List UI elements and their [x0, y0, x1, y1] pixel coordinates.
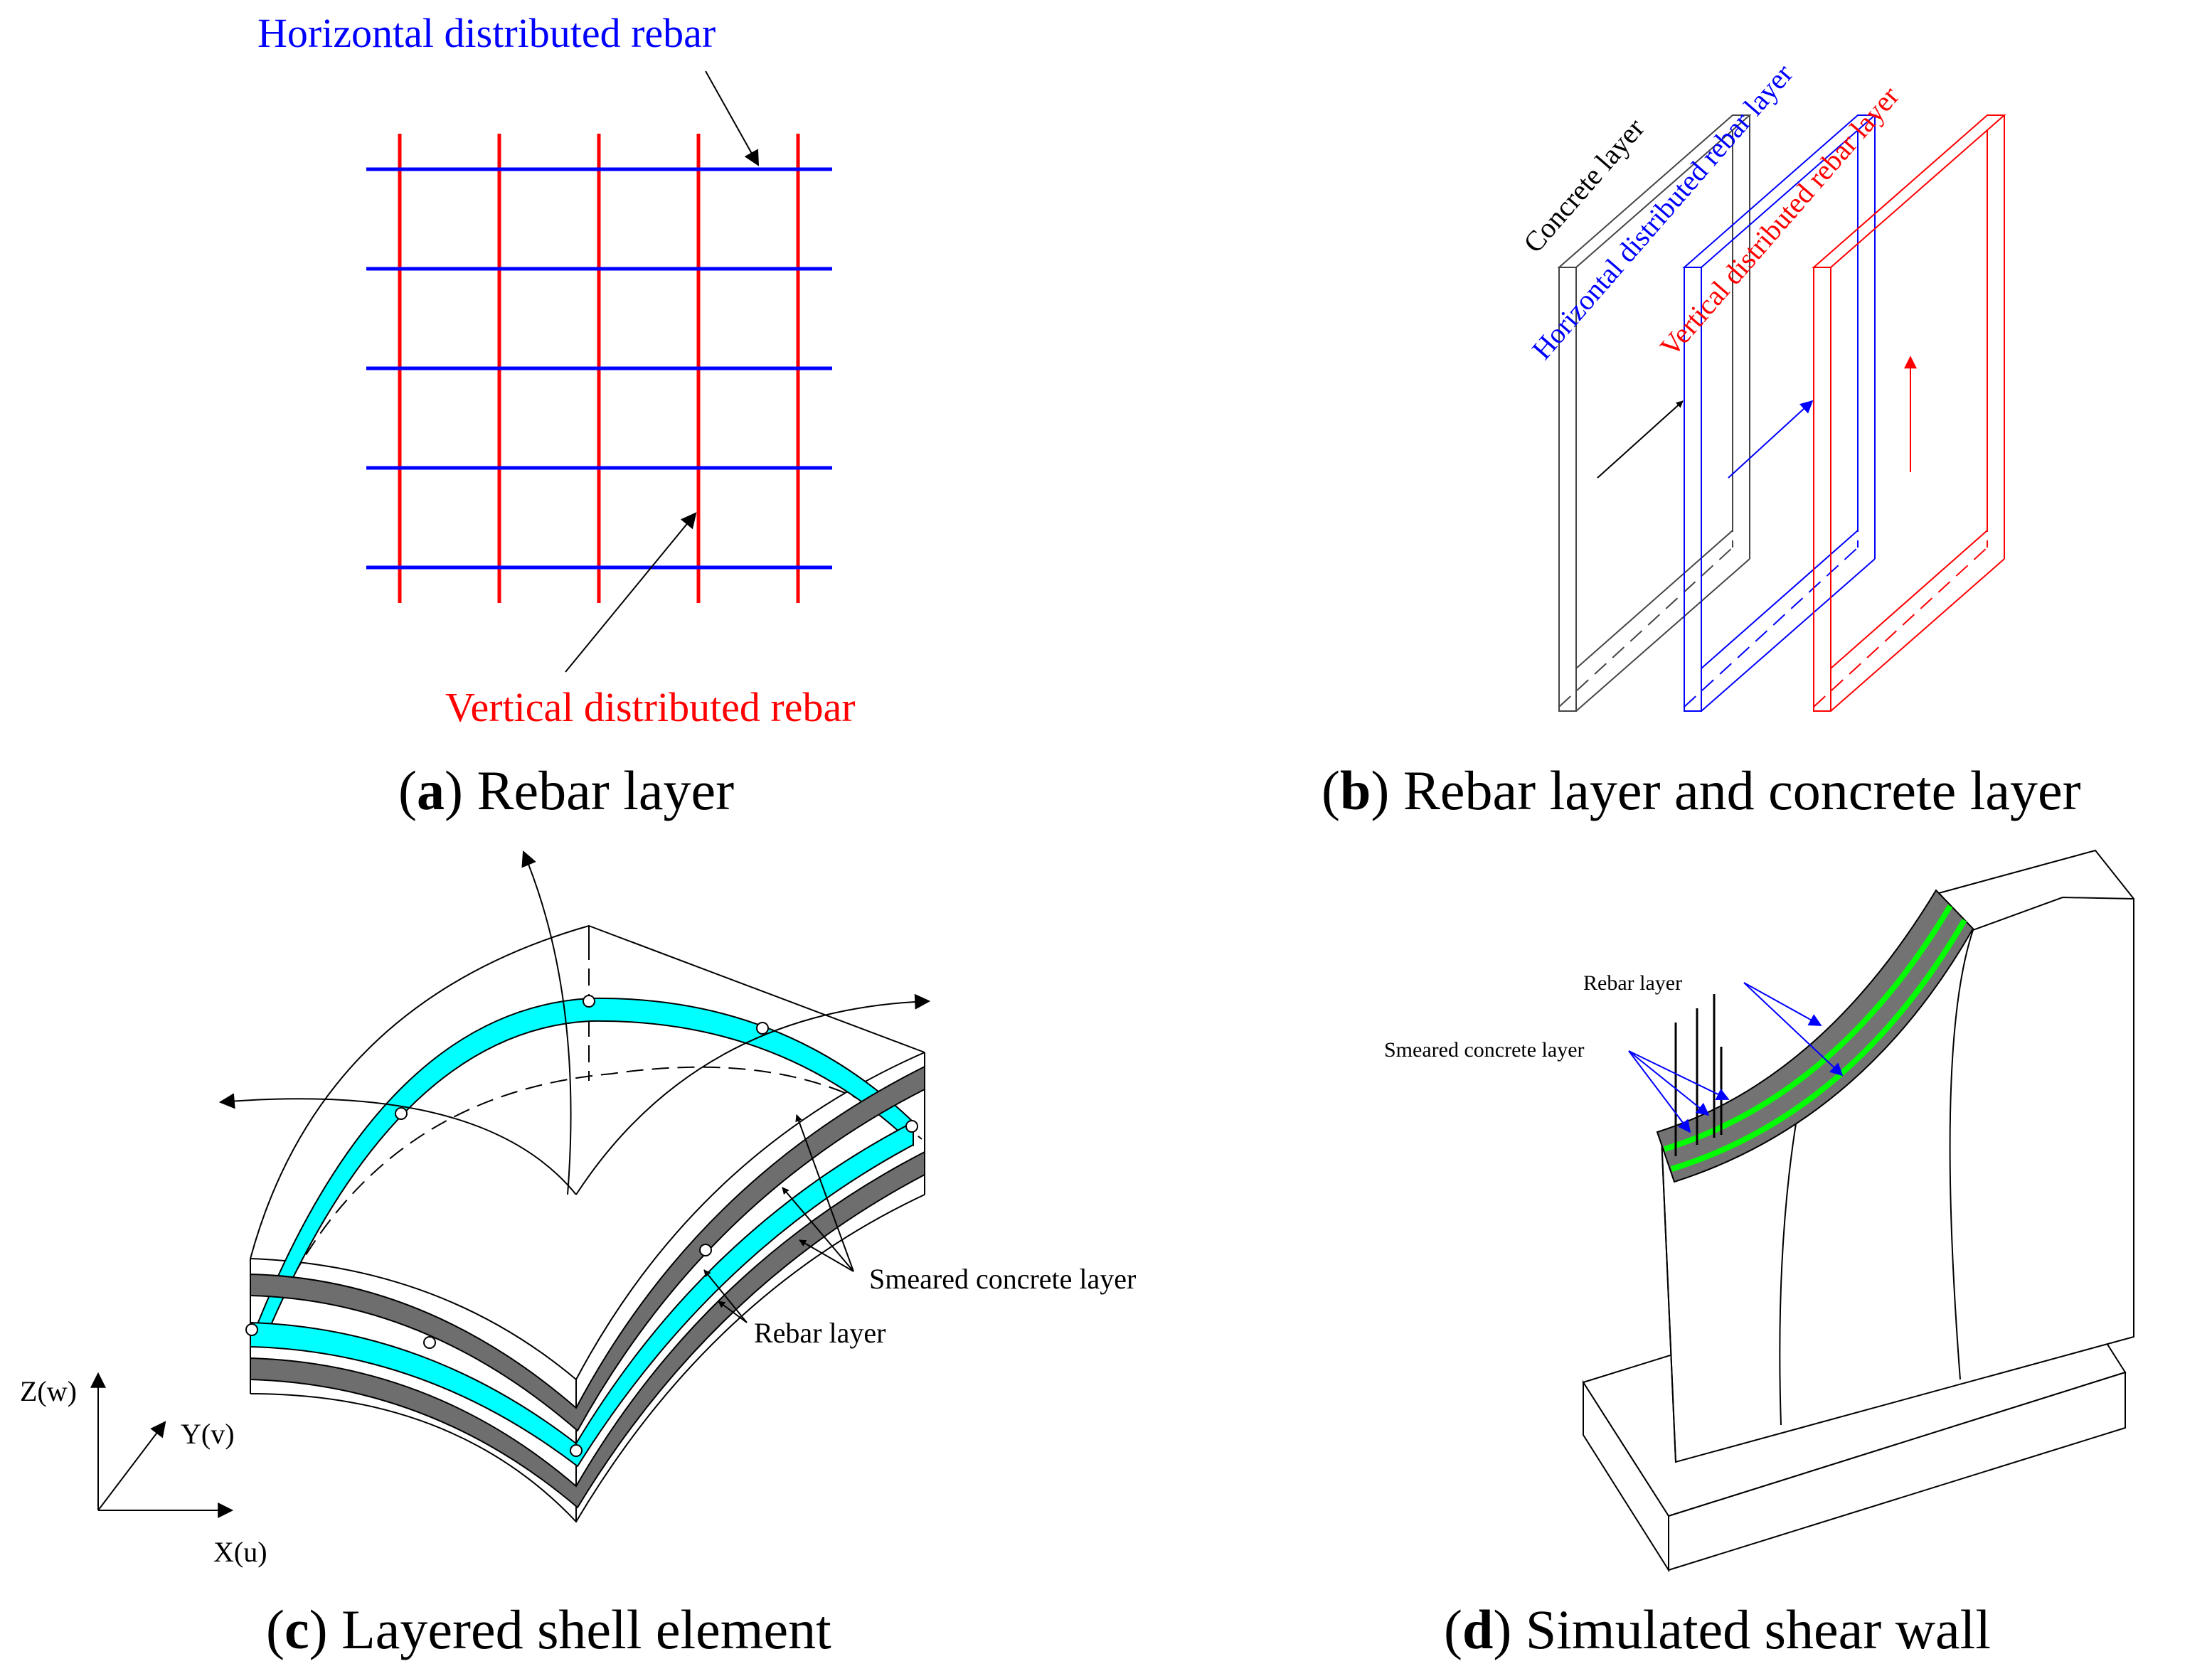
shell-concrete-layer-upper	[250, 1065, 925, 1432]
panel-a: Horizontal distributed rebar Vertical di…	[257, 10, 856, 821]
panel-b: Concrete layer Horizontal distributed re…	[1517, 58, 2006, 712]
shell-top-surface	[250, 924, 925, 1259]
axis-x-label: X(u)	[213, 1536, 267, 1568]
caption-c-text: Layered shell element	[328, 1598, 831, 1660]
caption-a-letter: a	[417, 759, 445, 821]
vertical-rebar-layer-slab	[1812, 114, 2006, 712]
caption-d-letter: d	[1462, 1598, 1493, 1660]
vertical-rebar-leader	[565, 512, 697, 673]
shell-node	[905, 1120, 918, 1133]
wall-leaders	[1628, 982, 1844, 1133]
caption-b-letter: b	[1340, 759, 1371, 821]
shell-node	[699, 1244, 712, 1256]
wall-concrete-layer-top	[1656, 889, 1974, 1183]
concrete-direction-arrow	[1597, 400, 1684, 479]
axis-y-line	[97, 1421, 166, 1511]
horizontal-rebar-label: Horizontal distributed rebar	[257, 10, 716, 56]
axis-y-label: Y(v)	[181, 1418, 235, 1450]
panel-d: Rebar layer Smeared concrete layer	[1384, 849, 2134, 1573]
vertical-rebar-label: Vertical distributed rebar	[445, 684, 856, 730]
shell-node	[583, 995, 595, 1008]
caption-a-text: Rebar layer	[463, 759, 734, 821]
shell-node	[570, 1444, 583, 1457]
wall-rebar-layer-label: Rebar layer	[1583, 971, 1682, 995]
axis-z-label: Z(w)	[20, 1375, 77, 1407]
normal-arrow	[521, 850, 572, 1195]
caption-c: (c) Layered shell element	[266, 1598, 831, 1660]
wall-rebar-layer-line-2	[1670, 918, 1967, 1172]
wall-smeared-concrete-layer-label: Smeared concrete layer	[1384, 1038, 1585, 1062]
rebar-layer-label: Rebar layer	[754, 1317, 886, 1349]
vertical-rebar-layer-label: Vertical distributed rebar layer	[1654, 80, 1905, 362]
shell-node	[395, 1107, 408, 1120]
horizontal-rebar-layer-slab	[1682, 114, 1877, 712]
caption-b: (b) Rebar layer and concrete layer	[1322, 759, 2081, 821]
wall-rebar-layer-line-1	[1663, 904, 1953, 1152]
caption-b-text: Rebar layer and concrete layer	[1389, 759, 2080, 821]
shell-rebar-layer-side	[250, 1121, 914, 1468]
rotation-arrow-x	[218, 1093, 577, 1195]
horizontal-rebars	[366, 167, 832, 570]
horizontal-direction-arrow	[1728, 400, 1814, 479]
caption-d: (d) Simulated shear wall	[1444, 1598, 1991, 1660]
shell-inner-dashed	[270, 1066, 922, 1323]
horizontal-rebar-leader	[705, 70, 760, 166]
smeared-concrete-layer-label: Smeared concrete layer	[869, 1263, 1136, 1295]
shell-node	[756, 1022, 769, 1035]
caption-c-letter: c	[285, 1598, 309, 1660]
rotation-arrow-y	[575, 993, 931, 1195]
shell-concrete-layer-lower	[250, 1151, 925, 1509]
caption-d-text: Simulated shear wall	[1511, 1598, 1991, 1660]
shell-node	[423, 1336, 436, 1349]
shell-node	[245, 1323, 258, 1336]
caption-a: (a) Rebar layer	[398, 759, 734, 821]
panel-c: Smeared concrete layer Rebar layer Z(w) …	[20, 850, 1136, 1568]
concrete-layer-slab	[1557, 114, 1752, 712]
shell-nodes	[245, 995, 918, 1457]
